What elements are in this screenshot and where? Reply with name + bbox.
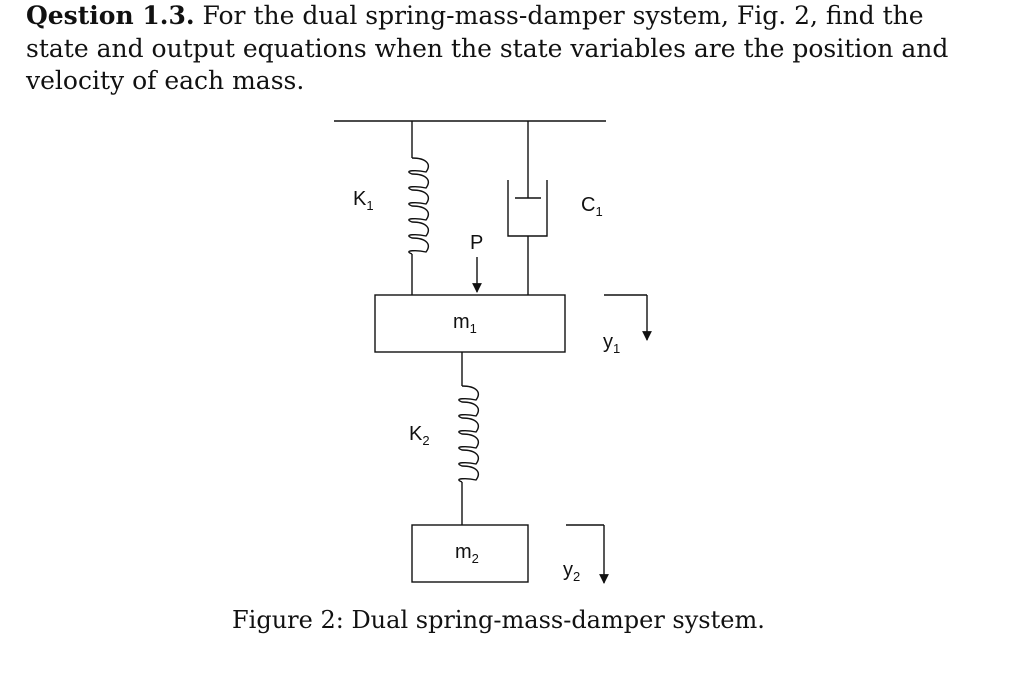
mass-m2-label: m2 — [455, 541, 479, 566]
force-p-label: P — [470, 232, 483, 254]
figure-caption: Figure 2: Dual spring-mass-damper system… — [232, 606, 765, 634]
mass-m1-label: m1 — [453, 311, 477, 336]
spring-k1-label: K1 — [353, 188, 374, 213]
question-label: Qestion 1.3. — [26, 1, 195, 30]
damper-c1-label: C1 — [581, 194, 603, 219]
displacement-y2-arrow — [566, 524, 609, 584]
question-text: Qestion 1.3. For the dual spring-mass-da… — [26, 0, 976, 98]
question-body: For the dual spring-mass-damper system, … — [26, 1, 949, 95]
spring-k2 — [458, 352, 480, 525]
mass-m1 — [374, 294, 566, 353]
displacement-y2-label: y2 — [563, 559, 580, 584]
displacement-y1-label: y1 — [603, 331, 620, 356]
damper-c1 — [507, 121, 548, 295]
displacement-y1-arrow — [604, 294, 652, 341]
spring-k1 — [408, 121, 430, 295]
mass-m2 — [411, 524, 529, 583]
spring-k2-label: K2 — [409, 423, 430, 448]
